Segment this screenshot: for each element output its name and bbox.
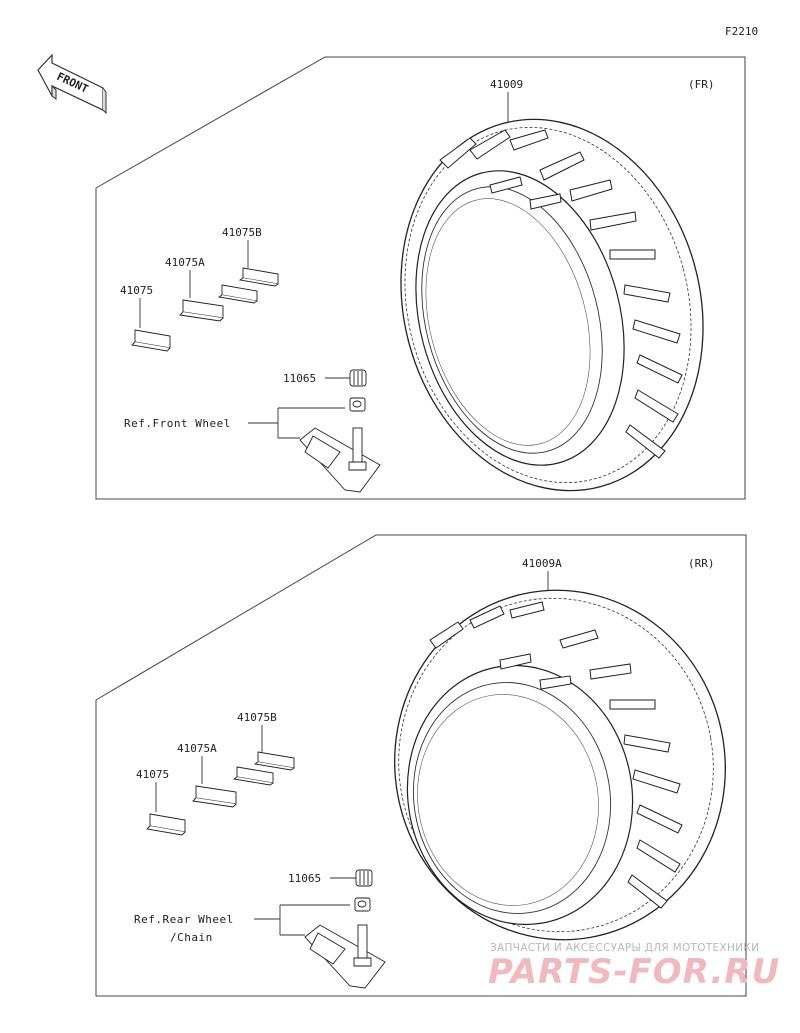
rear-weight-41075a [192, 785, 237, 808]
front-ref-text: Ref.Front Wheel [124, 417, 231, 430]
front-section: (FR) 41009 [95, 56, 746, 500]
front-direction-arrow: FRONT [37, 53, 107, 115]
rear-weight-label-41075: 41075 [136, 768, 169, 781]
rear-ref-text-line2: /Chain [170, 931, 213, 944]
figure-code: F2210 [725, 25, 758, 38]
front-weight-label-41075: 41075 [120, 284, 153, 297]
rear-weight-41075 [146, 813, 186, 836]
front-weight-label-41075b: 41075B [222, 226, 262, 239]
rear-section: (RR) 41009A [95, 534, 747, 997]
rear-ref-text-line1: Ref.Rear Wheel [134, 913, 234, 926]
front-weight-41075b [217, 267, 279, 304]
front-tire-part-label: 41009 [490, 78, 523, 91]
watermark-caption: ЗАПЧАСТИ И АКСЕССУАРЫ ДЛЯ МОТОТЕХНИКИ [490, 942, 759, 954]
front-tag: (FR) [688, 78, 715, 91]
front-weight-41075a [179, 299, 224, 322]
rear-valve-stem [304, 924, 386, 989]
front-valve-cap [349, 369, 367, 387]
front-weight-41075 [131, 329, 171, 352]
rear-tag: (RR) [688, 557, 715, 570]
front-valve-stem [299, 427, 381, 493]
front-tire [400, 118, 704, 492]
rear-weight-label-41075a: 41075A [177, 742, 217, 755]
rear-valve-cap [355, 869, 373, 887]
front-valve-nut [349, 397, 366, 412]
rear-valve-cap-label: 11065 [288, 872, 321, 885]
rear-valve-nut [354, 897, 371, 912]
watermark-site: PARTS-FOR.RU [488, 952, 780, 992]
rear-tire [394, 589, 726, 941]
rear-weight-41075b [232, 751, 295, 786]
rear-tire-part-label: 41009A [522, 557, 562, 570]
front-weight-label-41075a: 41075A [165, 256, 205, 269]
watermark: ЗАПЧАСТИ И АКСЕССУАРЫ ДЛЯ МОТОТЕХНИКИ PA… [488, 942, 780, 992]
rear-weight-label-41075b: 41075B [237, 711, 277, 724]
front-valve-cap-label: 11065 [283, 372, 316, 385]
